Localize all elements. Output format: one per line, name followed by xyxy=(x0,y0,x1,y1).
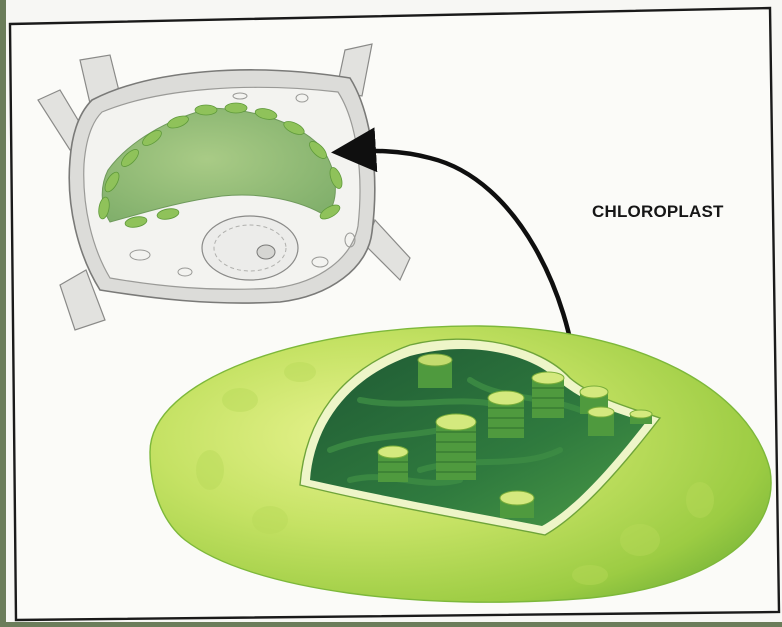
granum xyxy=(532,372,564,418)
granum xyxy=(588,407,614,436)
granum xyxy=(488,391,524,438)
granum xyxy=(418,354,452,388)
granum xyxy=(500,491,534,518)
chloroplast-label: CHLOROPLAST xyxy=(592,202,724,222)
granum xyxy=(436,414,476,480)
granum xyxy=(630,410,652,424)
nucleus xyxy=(202,216,298,280)
granum xyxy=(378,446,408,482)
